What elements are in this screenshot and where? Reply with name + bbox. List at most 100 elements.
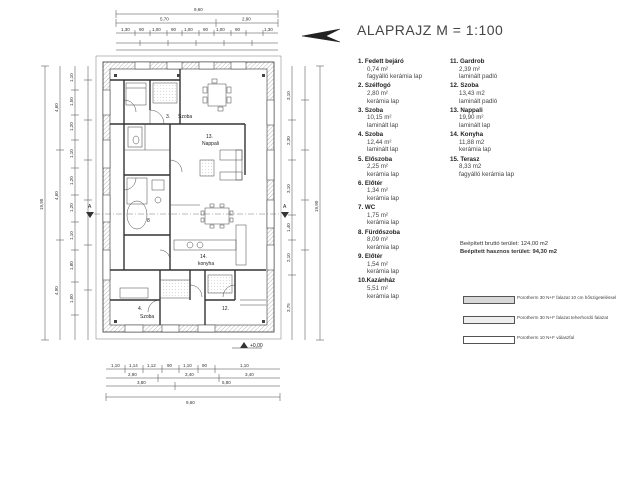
dim-bottom-row1: 1,10 1,14 1,12 90 1,10 90 1,10 xyxy=(111,363,249,368)
area-totals: Beépített bruttó terület: 124,00 m2 Beép… xyxy=(460,241,557,256)
svg-text:3,80: 3,80 xyxy=(137,380,146,385)
svg-text:1,12: 1,12 xyxy=(147,363,156,368)
top-dim-ticks xyxy=(134,30,264,46)
svg-text:1,30: 1,30 xyxy=(121,27,130,32)
svg-text:1,10: 1,10 xyxy=(183,363,192,368)
svg-text:1,14: 1,14 xyxy=(129,363,138,368)
svg-text:4.: 4. xyxy=(138,306,142,312)
bottom-dim-ticks xyxy=(124,365,220,390)
svg-text:Szoba: Szoba xyxy=(178,114,192,120)
dim-bottom-overall: 9,60 xyxy=(186,400,195,405)
svg-text:1,80: 1,80 xyxy=(69,261,74,270)
dim-left-2: 4,60 xyxy=(54,191,59,200)
left-dim-ticks xyxy=(71,79,92,316)
svg-text:1,20: 1,20 xyxy=(69,176,74,185)
svg-text:A: A xyxy=(88,204,92,210)
svg-text:2,90: 2,90 xyxy=(128,372,137,377)
legend-swatch xyxy=(463,336,515,344)
windows xyxy=(102,61,275,333)
svg-text:12.: 12. xyxy=(222,306,229,312)
dim-left-3: 4,90 xyxy=(54,286,59,295)
section-markers: A A xyxy=(86,204,289,218)
svg-text:90: 90 xyxy=(235,27,241,32)
bottom-dimensions xyxy=(105,368,281,401)
svg-text:90: 90 xyxy=(171,27,177,32)
svg-text:14.: 14. xyxy=(200,254,207,260)
dim-top-row3: 1,30 90 1,00 90 1,00 90 1,00 90 1,30 xyxy=(121,27,273,32)
interior-walls xyxy=(110,69,266,325)
svg-text:8: 8 xyxy=(147,218,150,224)
drawing-title: ALAPRAJZ M = 1:100 xyxy=(357,22,504,38)
svg-text:3,40: 3,40 xyxy=(245,372,254,377)
dim-bottom-row2: 2,90 3,40 3,40 xyxy=(128,372,254,377)
dim-top-left: 5,70 xyxy=(160,17,169,22)
net-area: Beépített hasznos terület: 94,30 m2 xyxy=(460,248,557,255)
svg-text:3,40: 3,40 xyxy=(185,372,194,377)
svg-text:1,50: 1,50 xyxy=(69,97,74,106)
svg-text:1,20: 1,20 xyxy=(69,203,74,212)
svg-text:90: 90 xyxy=(202,363,208,368)
svg-text:3,10: 3,10 xyxy=(286,184,291,193)
right-dim-ticks xyxy=(288,99,309,276)
svg-text:3,75: 3,75 xyxy=(286,303,291,312)
dim-bottom-row3: 3,80 5,80 xyxy=(137,380,231,385)
svg-text:1,20: 1,20 xyxy=(69,122,74,131)
dim-top-overall: 9,60 xyxy=(194,7,203,12)
legend-swatch xyxy=(463,296,515,304)
svg-text:konyha: konyha xyxy=(198,261,214,267)
svg-text:13.: 13. xyxy=(206,134,213,140)
room-labels: 3. Szoba 13. Nappali 14. konyha 8 4. 12.… xyxy=(138,114,229,320)
dim-left-1: 4,60 xyxy=(54,103,59,112)
svg-text:1,10: 1,10 xyxy=(69,73,74,82)
svg-text:3,10: 3,10 xyxy=(286,91,291,100)
svg-text:Nappali: Nappali xyxy=(202,141,219,147)
svg-text:1,00: 1,00 xyxy=(152,27,161,32)
furniture xyxy=(119,78,266,306)
left-dimensions xyxy=(41,65,89,341)
right-dimensions xyxy=(291,65,324,341)
svg-text:1,30: 1,30 xyxy=(264,27,273,32)
dim-right-overall: 19,90 xyxy=(314,200,319,212)
svg-text:1,10: 1,10 xyxy=(69,231,74,240)
svg-text:2,30: 2,30 xyxy=(286,136,291,145)
dim-top-right: 2,90 xyxy=(242,17,251,22)
svg-text:+0,00: +0,00 xyxy=(250,343,263,349)
svg-text:1,10: 1,10 xyxy=(240,363,249,368)
columns xyxy=(114,74,265,323)
elevation-marker: +0,00 xyxy=(232,342,263,349)
svg-text:A: A xyxy=(283,204,287,210)
svg-text:1,10: 1,10 xyxy=(111,363,120,368)
dim-right-row1: 3,10 2,30 3,10 1,40 2,10 3,75 xyxy=(286,91,291,312)
dim-left-row2: 1,10 1,50 1,20 1,10 1,20 1,20 1,10 1,80 … xyxy=(69,73,74,303)
thin-partitions xyxy=(124,124,200,206)
svg-text:Szoba: Szoba xyxy=(140,314,154,320)
svg-text:2,10: 2,10 xyxy=(286,253,291,262)
north-arrow-icon xyxy=(301,28,341,43)
svg-text:3.: 3. xyxy=(166,114,170,120)
svg-text:5,80: 5,80 xyxy=(222,380,231,385)
svg-text:90: 90 xyxy=(203,27,209,32)
svg-text:1,40: 1,40 xyxy=(286,223,291,232)
top-dimensions xyxy=(115,10,279,51)
svg-text:90: 90 xyxy=(167,363,173,368)
svg-text:1,10: 1,10 xyxy=(69,149,74,158)
dim-left-overall: 19,90 xyxy=(39,198,44,210)
svg-text:1,00: 1,00 xyxy=(184,27,193,32)
legend-swatch xyxy=(463,316,515,324)
